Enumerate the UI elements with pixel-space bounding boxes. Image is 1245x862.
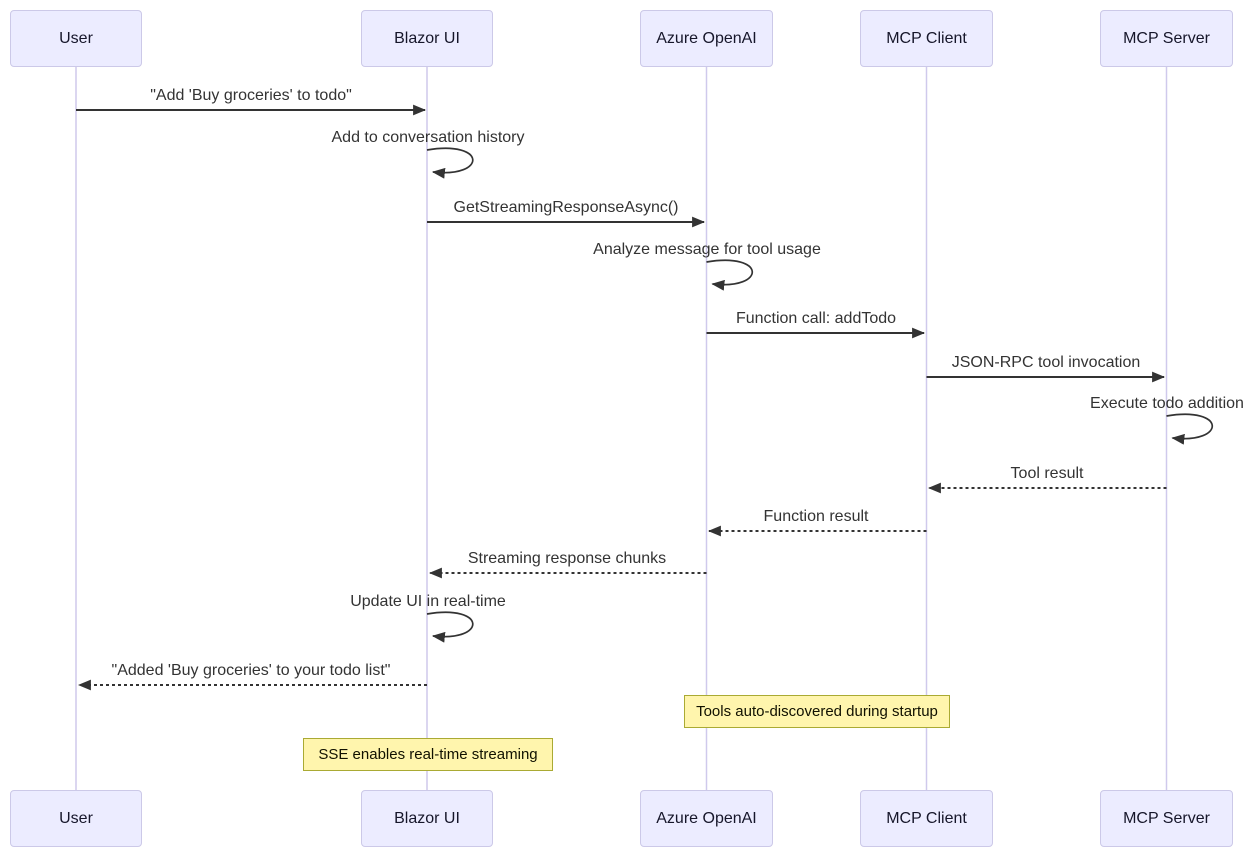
- actor-top-mcp-server: MCP Server: [1100, 10, 1233, 67]
- actor-top-blazor-ui: Blazor UI: [361, 10, 493, 67]
- note-text: Tools auto-discovered during startup: [696, 703, 938, 720]
- message-10-label: Streaming response chunks: [467, 550, 667, 567]
- note-tools-autodiscovered: Tools auto-discovered during startup: [684, 695, 950, 728]
- message-11-label: Update UI in real-time: [350, 593, 506, 610]
- actor-label: MCP Server: [1123, 809, 1210, 827]
- actor-top-azure-openai: Azure OpenAI: [640, 10, 773, 67]
- actor-bottom-mcp-server: MCP Server: [1100, 790, 1233, 847]
- message-9-label: Function result: [763, 508, 869, 525]
- actor-bottom-mcp-client: MCP Client: [860, 790, 993, 847]
- self-loop-blazor-update: [426, 611, 474, 643]
- self-loop-mcpserver-execute: [1166, 413, 1214, 445]
- self-loop-azure-analyze: [706, 259, 754, 291]
- message-1-label: "Add 'Buy groceries' to todo": [150, 87, 352, 104]
- message-6-label: JSON-RPC tool invocation: [951, 354, 1141, 371]
- actor-label: Azure OpenAI: [656, 809, 757, 827]
- actor-label: Blazor UI: [394, 809, 460, 827]
- actor-label: User: [59, 809, 93, 827]
- actor-bottom-user: User: [10, 790, 142, 847]
- message-7-label: Execute todo addition: [1090, 395, 1244, 412]
- message-5-label: Function call: addTodo: [735, 310, 897, 327]
- self-loop-blazor-conversation: [426, 147, 474, 179]
- actor-top-user: User: [10, 10, 142, 67]
- message-2-label: Add to conversation history: [331, 129, 525, 146]
- actor-label: Azure OpenAI: [656, 29, 757, 47]
- actor-label: User: [59, 29, 93, 47]
- note-sse-streaming: SSE enables real-time streaming: [303, 738, 553, 771]
- actor-label: MCP Client: [886, 809, 967, 827]
- message-3-label: GetStreamingResponseAsync(): [453, 199, 679, 216]
- message-12-label: "Added 'Buy groceries' to your todo list…: [111, 662, 391, 679]
- message-8-label: Tool result: [1010, 465, 1084, 482]
- actor-label: MCP Client: [886, 29, 967, 47]
- note-text: SSE enables real-time streaming: [318, 746, 538, 763]
- actor-bottom-blazor-ui: Blazor UI: [361, 790, 493, 847]
- actor-bottom-azure-openai: Azure OpenAI: [640, 790, 773, 847]
- actor-label: MCP Server: [1123, 29, 1210, 47]
- actor-top-mcp-client: MCP Client: [860, 10, 993, 67]
- message-4-label: Analyze message for tool usage: [593, 241, 821, 258]
- actor-label: Blazor UI: [394, 29, 460, 47]
